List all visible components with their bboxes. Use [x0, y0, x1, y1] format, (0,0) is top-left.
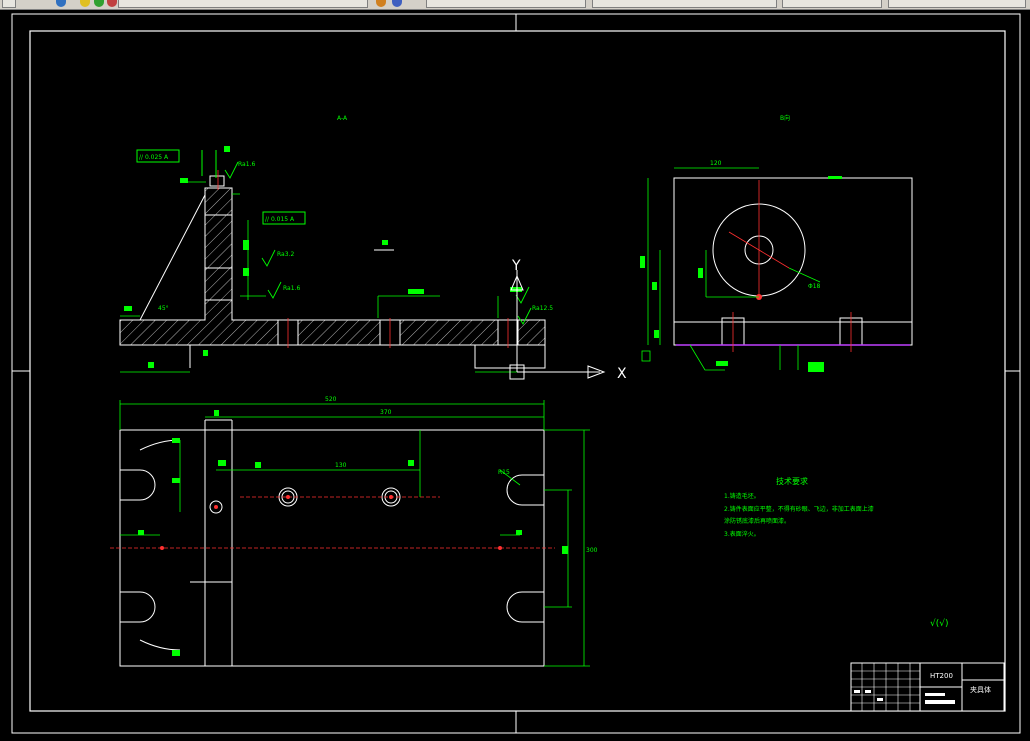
- section-view: A-A: [119, 115, 553, 373]
- title-block: HT200 夹具体: [850, 662, 1005, 712]
- side-dim-hole: Φ18: [808, 283, 821, 290]
- plan-dim-pitch: 130: [335, 462, 347, 469]
- layer-prev-icon[interactable]: [376, 0, 386, 7]
- layer-dropdown[interactable]: [118, 0, 368, 8]
- angle-label: 45°: [158, 305, 169, 312]
- svg-text:// 0.015 A: // 0.015 A: [265, 216, 295, 223]
- lock-icon[interactable]: [94, 0, 104, 7]
- color-icon[interactable]: [107, 0, 117, 7]
- notes-line-4: 3.表面淬火。: [724, 530, 760, 538]
- notes-title: 技术要求: [776, 476, 808, 486]
- toolbar-button-open[interactable]: [2, 0, 16, 8]
- cad-drawing[interactable]: A-A: [0, 10, 1030, 737]
- ucs-y-label: Y: [511, 258, 521, 274]
- plan-dim-inner: 370: [380, 409, 392, 416]
- side-view: B向 120 Φ18: [640, 114, 913, 372]
- sun-icon[interactable]: [80, 0, 90, 7]
- title-material: HT200: [930, 672, 953, 680]
- side-label: B向: [780, 114, 790, 122]
- ucs-icon: Y X: [509, 258, 627, 382]
- color-dropdown[interactable]: [426, 0, 586, 8]
- section-label: A-A: [337, 115, 348, 122]
- plotstyle-dropdown[interactable]: [888, 0, 1026, 8]
- lineweight-dropdown[interactable]: [782, 0, 882, 8]
- drawing-canvas[interactable]: A-A: [0, 10, 1030, 737]
- plan-dim-overall: 520: [325, 396, 337, 403]
- svg-text:// 0.025 A: // 0.025 A: [139, 154, 169, 161]
- linetype-dropdown[interactable]: [592, 0, 777, 8]
- roughness-label-4: Ra12.5: [532, 305, 553, 312]
- plan-view: 520 370 130 300 R15: [110, 396, 598, 667]
- layer-state-icon[interactable]: [392, 0, 402, 7]
- plan-dim-slot: R15: [498, 469, 510, 476]
- technical-notes: 技术要求 1.铸造毛坯。 2.铸件表面应平整，不得有砂眼、飞边，非加工表面上漆 …: [724, 476, 874, 538]
- ucs-x-label: X: [617, 366, 627, 382]
- roughness-note: √(√): [930, 618, 949, 629]
- roughness-label-3: Ra1.6: [283, 285, 300, 292]
- toolbar-strip: [0, 0, 1030, 10]
- roughness-label-2: Ra3.2: [277, 251, 294, 258]
- drawing-frame: [11, 13, 1021, 734]
- notes-line-1: 1.铸造毛坯。: [724, 492, 760, 500]
- plan-dim-height: 300: [586, 547, 598, 554]
- tolerance-frame-2: // 0.015 A: [262, 211, 306, 225]
- side-dim-top: 120: [710, 160, 722, 167]
- roughness-label-1: Ra1.6: [238, 161, 255, 168]
- notes-line-2: 2.铸件表面应平整，不得有砂眼、飞边，非加工表面上漆: [724, 505, 874, 513]
- tolerance-frame-1: // 0.025 A: [136, 149, 180, 163]
- title-name: 夹具体: [970, 685, 991, 694]
- notes-line-3: 涂防锈底漆后再喷面漆。: [724, 517, 790, 525]
- layer-icon[interactable]: [56, 0, 66, 7]
